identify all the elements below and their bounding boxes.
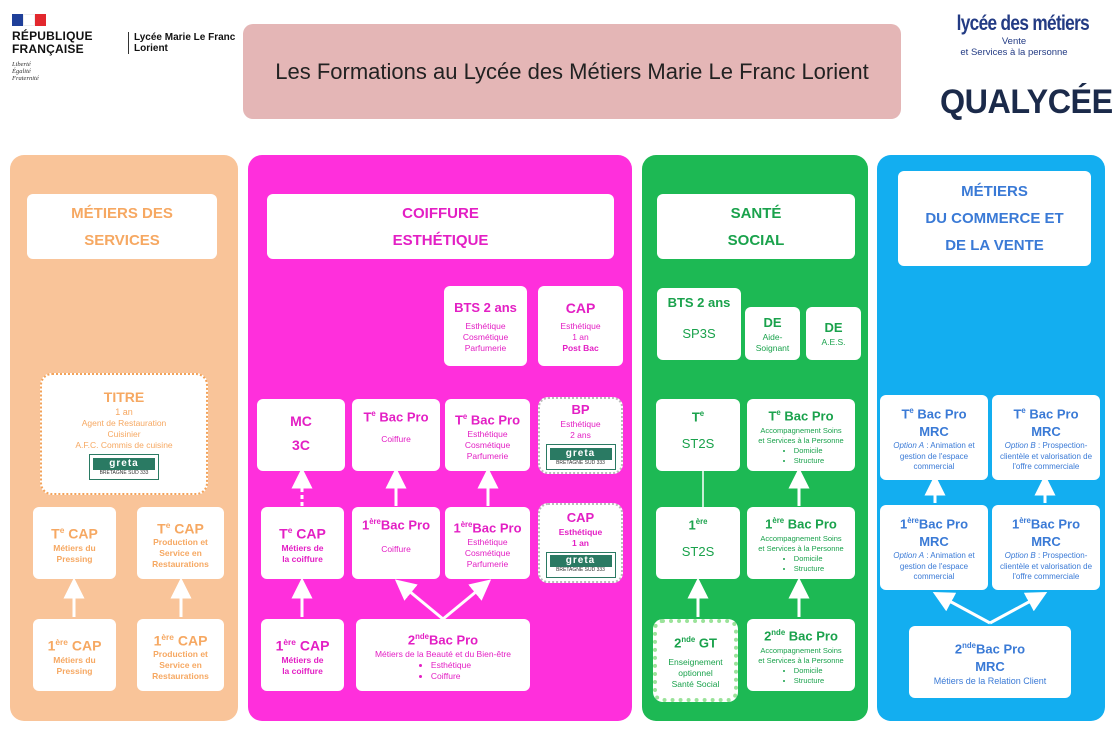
coiffure-heading: COIFFURE ESTHÉTIQUE [267,194,614,259]
card-seconde-bac-pro-mrc: 2ndeBac Pro MRC Métiers de la Relation C… [909,626,1071,698]
card-premiere-st2s: 1ère ST2S [656,507,740,579]
card-terminale-st2s: Te ST2S [656,399,740,471]
card-seconde-gt: 2nde GT Enseignement optionnel Santé Soc… [653,619,738,702]
card-terminale-cap-coiffure: Te CAP Métiers de la coiffure [261,507,344,579]
card-terminale-bac-pro-esthetique: Te Bac Pro Esthétique Cosmétique Parfume… [445,399,530,471]
card-premiere-bac-pro-mrc-a: 1èreBac Pro MRC Option A : Animation et … [880,505,988,590]
card-terminale-bac-pro-coiffure: Te Bac Pro Coiffure [352,399,440,471]
card-terminale-bac-pro-mrc-b: Te Bac Pro MRC Option B : Prospection-cl… [992,395,1100,480]
card-terminale-cap-pressing: Te CAP Métiers du Pressing [33,507,116,579]
qualycee-logo: QUALYCÉE [940,83,1113,121]
card-terminale-bac-pro-mrc-a: Te Bac Pro MRC Option A : Animation et g… [880,395,988,480]
card-de-aide-soignant: DE Aide- Soignant [745,307,800,360]
services-heading: MÉTIERS DES SERVICES [27,194,217,259]
card-seconde-bac-pro-assp: 2nde Bac Pro Accompagnement Soins et Ser… [747,619,855,691]
sante-heading: SANTÉ SOCIAL [657,194,855,259]
page-title: Les Formations au Lycée des Métiers Mari… [243,24,901,119]
card-premiere-bac-pro-coiffure: 1èreBac Pro Coiffure [352,507,440,579]
card-terminale-cap-restauration: Te CAP Production et Service en Restaura… [137,507,224,579]
card-premiere-cap-pressing: 1ère CAP Métiers du Pressing [33,619,116,691]
card-terminale-bac-pro-assp: Te Bac Pro Accompagnement Soins et Servi… [747,399,855,471]
card-bts-sp3s: BTS 2 ans SP3S [657,288,741,360]
card-seconde-bac-pro-beaute: 2ndeBac Pro Métiers de la Beauté et du B… [356,619,530,691]
card-premiere-cap-coiffure: 1ère CAP Métiers de la coiffure [261,619,344,691]
card-premiere-bac-pro-mrc-b: 1èreBac Pro MRC Option B : Prospection-c… [992,505,1100,590]
card-titre-restauration: TITRE 1 an Agent de Restauration Cuisini… [40,373,208,495]
card-premiere-cap-restauration: 1ère CAP Production et Service en Restau… [137,619,224,691]
commerce-heading: MÉTIERS DU COMMERCE ET DE LA VENTE [898,171,1091,266]
french-flag-icon [12,14,47,26]
lycee-des-metiers-logo: lycée des métiers Vente et Services à la… [956,12,1090,58]
card-bts-esthetique: BTS 2 ans Esthétique Cosmétique Parfumer… [444,286,527,366]
card-premiere-bac-pro-esthetique: 1èreBac Pro Esthétique Cosmétique Parfum… [445,507,530,579]
card-mc-3c: MC 3C [257,399,345,471]
card-premiere-bac-pro-assp: 1ère Bac Pro Accompagnement Soins et Ser… [747,507,855,579]
card-cap-esthetique-post-bac: CAP Esthétique 1 an Post Bac [538,286,623,366]
card-de-aes: DE A.E.S. [806,307,861,360]
